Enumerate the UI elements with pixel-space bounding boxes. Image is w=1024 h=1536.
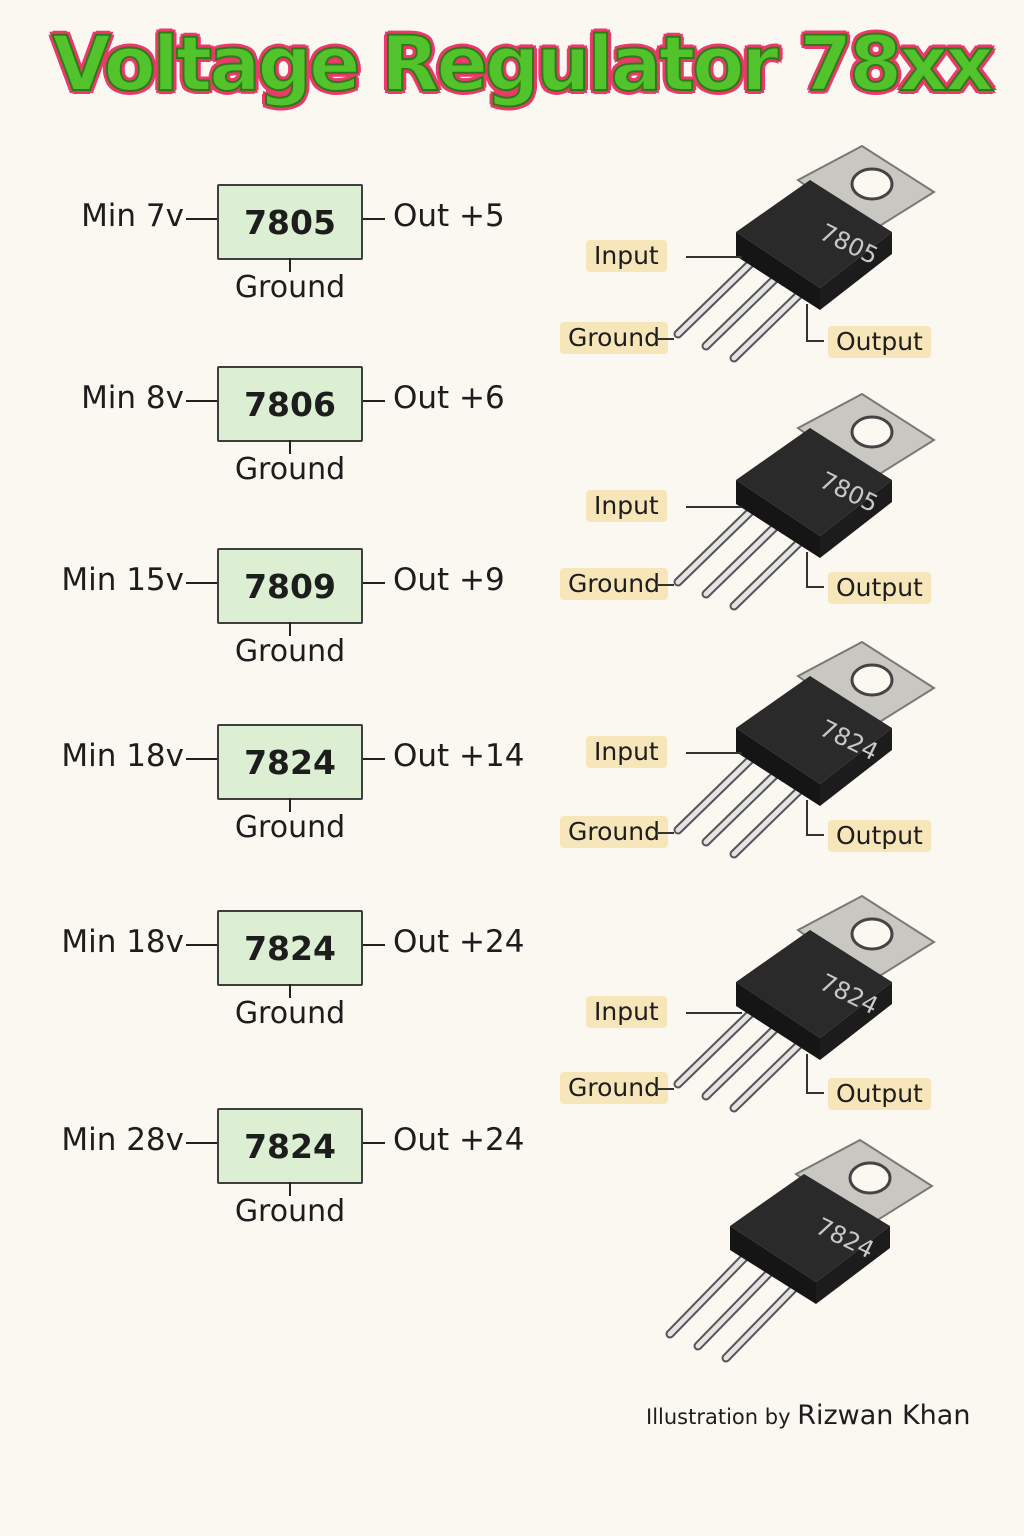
input-wire [186,758,217,760]
input-wire [186,218,217,220]
input-leader-line [686,1012,742,1014]
output-leader-line [806,552,808,588]
part-box: 7824 [217,724,363,800]
regulator-row: Min 15v 7809 Out +9 Ground [0,548,540,688]
to220-package-icon: 7805 [673,144,936,363]
output-label: Out +9 [393,562,505,598]
ground-wire [289,440,291,454]
input-wire [186,400,217,402]
part-box: 7824 [217,1108,363,1184]
ground-pin-label: Ground [560,816,668,848]
regulator-illustration: 7824 Input Ground Output [540,890,1024,1130]
to220-package-icon: 7805 [673,392,936,611]
credit-author: Rizwan Khan [797,1400,971,1431]
output-label: Out +6 [393,380,505,416]
output-leader-line [806,800,808,836]
min-input-label: Min 18v [61,738,184,774]
ground-label: Ground [234,1194,346,1229]
ground-label: Ground [234,634,346,669]
output-label: Out +5 [393,198,505,234]
output-leader-line [806,834,824,836]
ground-wire [289,984,291,998]
output-wire [363,582,385,584]
output-leader-line [806,1092,824,1094]
regulator-row: Min 28v 7824 Out +24 Ground [0,1108,540,1248]
ground-leader-line [658,832,674,834]
ground-leader-line [658,1088,674,1090]
min-input-label: Min 15v [61,562,184,598]
regulator-illustration: 7824 Input Ground Output [540,636,1024,876]
output-label: Out +24 [393,1122,525,1158]
input-pin-label: Input [586,490,667,522]
regulator-illustration: 7805 Input Ground Output [540,140,1024,380]
output-wire [363,944,385,946]
part-box: 7824 [217,910,363,986]
ground-leader-line [658,338,674,340]
output-pin-label: Output [828,1078,931,1110]
input-leader-line [686,256,742,258]
ground-wire [289,622,291,636]
min-input-label: Min 8v [81,380,184,416]
credit-prefix: Illustration by [646,1405,791,1429]
illustration-credit: Illustration by Rizwan Khan [646,1400,1006,1431]
page-title: Voltage Regulator 78xx [51,18,995,109]
part-box: 7805 [217,184,363,260]
output-leader-line [806,1054,808,1094]
output-leader-line [806,586,824,588]
part-box: 7809 [217,548,363,624]
ground-label: Ground [234,810,346,845]
output-leader-line [806,304,808,342]
ground-label: Ground [234,996,346,1031]
output-label: Out +14 [393,738,525,774]
output-leader-line [806,340,824,342]
input-wire [186,1142,217,1144]
ground-label: Ground [234,452,346,487]
ground-pin-label: Ground [560,568,668,600]
regulator-row: Min 18v 7824 Out +14 Ground [0,724,540,864]
input-leader-line [686,752,742,754]
output-pin-label: Output [828,326,931,358]
to220-package-icon: 7824 [665,1138,934,1363]
min-input-label: Min 28v [61,1122,184,1158]
ground-wire [289,258,291,272]
ground-pin-label: Ground [560,1072,668,1104]
output-pin-label: Output [828,572,931,604]
input-wire [186,944,217,946]
regulator-row: Min 8v 7806 Out +6 Ground [0,366,540,506]
regulator-illustration: 7805 Input Ground Output [540,388,1024,628]
ground-leader-line [658,584,674,586]
output-wire [363,1142,385,1144]
output-wire [363,400,385,402]
input-leader-line [686,506,742,508]
to220-package-icon: 7824 [673,894,936,1113]
regulator-row: Min 18v 7824 Out +24 Ground [0,910,540,1050]
part-box: 7806 [217,366,363,442]
regulator-illustration: 7824 [540,1134,1024,1374]
output-wire [363,758,385,760]
ground-pin-label: Ground [560,322,668,354]
input-pin-label: Input [586,996,667,1028]
input-pin-label: Input [586,736,667,768]
min-input-label: Min 7v [81,198,184,234]
ground-label: Ground [234,270,346,305]
ground-wire [289,798,291,812]
input-wire [186,582,217,584]
to220-package-icon: 7824 [673,640,936,859]
input-pin-label: Input [586,240,667,272]
regulator-row: Min 7v 7805 Out +5 Ground [0,184,540,324]
min-input-label: Min 18v [61,924,184,960]
output-wire [363,218,385,220]
ground-wire [289,1182,291,1196]
output-pin-label: Output [828,820,931,852]
output-label: Out +24 [393,924,525,960]
